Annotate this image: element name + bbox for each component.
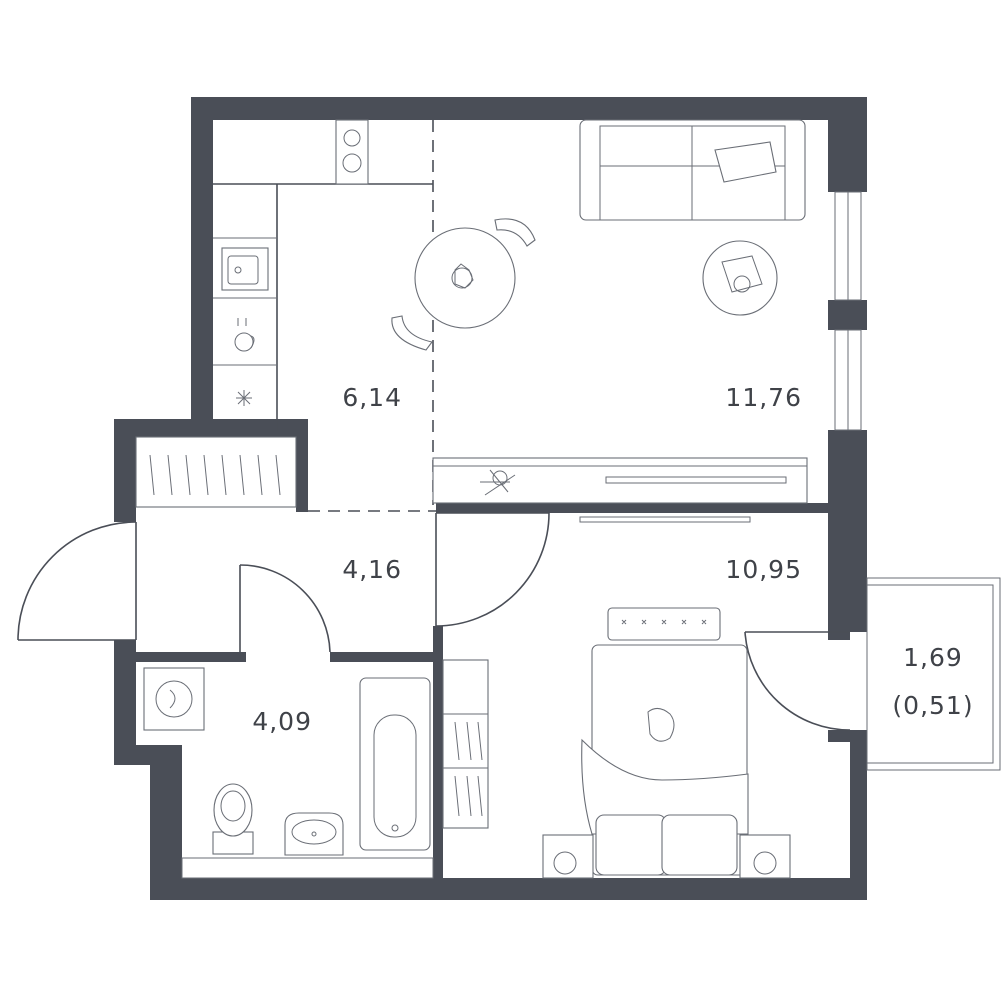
exterior-walls xyxy=(114,97,867,900)
living-area-label: 11,76 xyxy=(725,383,802,412)
balcony-area-label: 1,69 xyxy=(903,643,963,672)
coffee-table-icon xyxy=(702,240,778,316)
kitchen-area-label: 6,14 xyxy=(342,383,402,412)
bedroom-tv-icon xyxy=(579,516,751,523)
bathtub-icon xyxy=(359,677,431,851)
sofa-icon xyxy=(579,119,806,221)
cooktop-icon xyxy=(335,119,369,185)
dishwasher-icon xyxy=(234,318,255,352)
bath-shelf-icon xyxy=(181,857,434,879)
toilet-icon xyxy=(212,783,254,855)
bathroom-area-label: 4,09 xyxy=(252,707,312,736)
bedroom-wardrobe-icon xyxy=(442,659,489,829)
fridge-icon xyxy=(236,390,252,406)
kitchen-counter xyxy=(213,183,433,431)
sink-icon xyxy=(221,247,269,291)
bedroom-door xyxy=(435,512,550,627)
balcony-door xyxy=(744,631,851,731)
interior-walls xyxy=(136,437,850,888)
hall-area-label: 4,16 xyxy=(342,555,402,584)
bed-icon xyxy=(581,607,749,876)
washing-machine-icon xyxy=(143,667,205,731)
wardrobe-icon xyxy=(135,436,297,508)
tv-unit-icon xyxy=(432,457,808,504)
dining-table-icon xyxy=(391,218,536,351)
washbasin-icon xyxy=(284,812,344,856)
bedroom-area-label: 10,95 xyxy=(725,555,802,584)
balcony xyxy=(866,577,1001,771)
bathroom-door xyxy=(239,564,331,653)
windows xyxy=(834,191,862,431)
entrance-door xyxy=(17,521,137,641)
nightstands-icon xyxy=(542,834,791,879)
balcony-reduced-area-label: (0,51) xyxy=(892,691,973,720)
